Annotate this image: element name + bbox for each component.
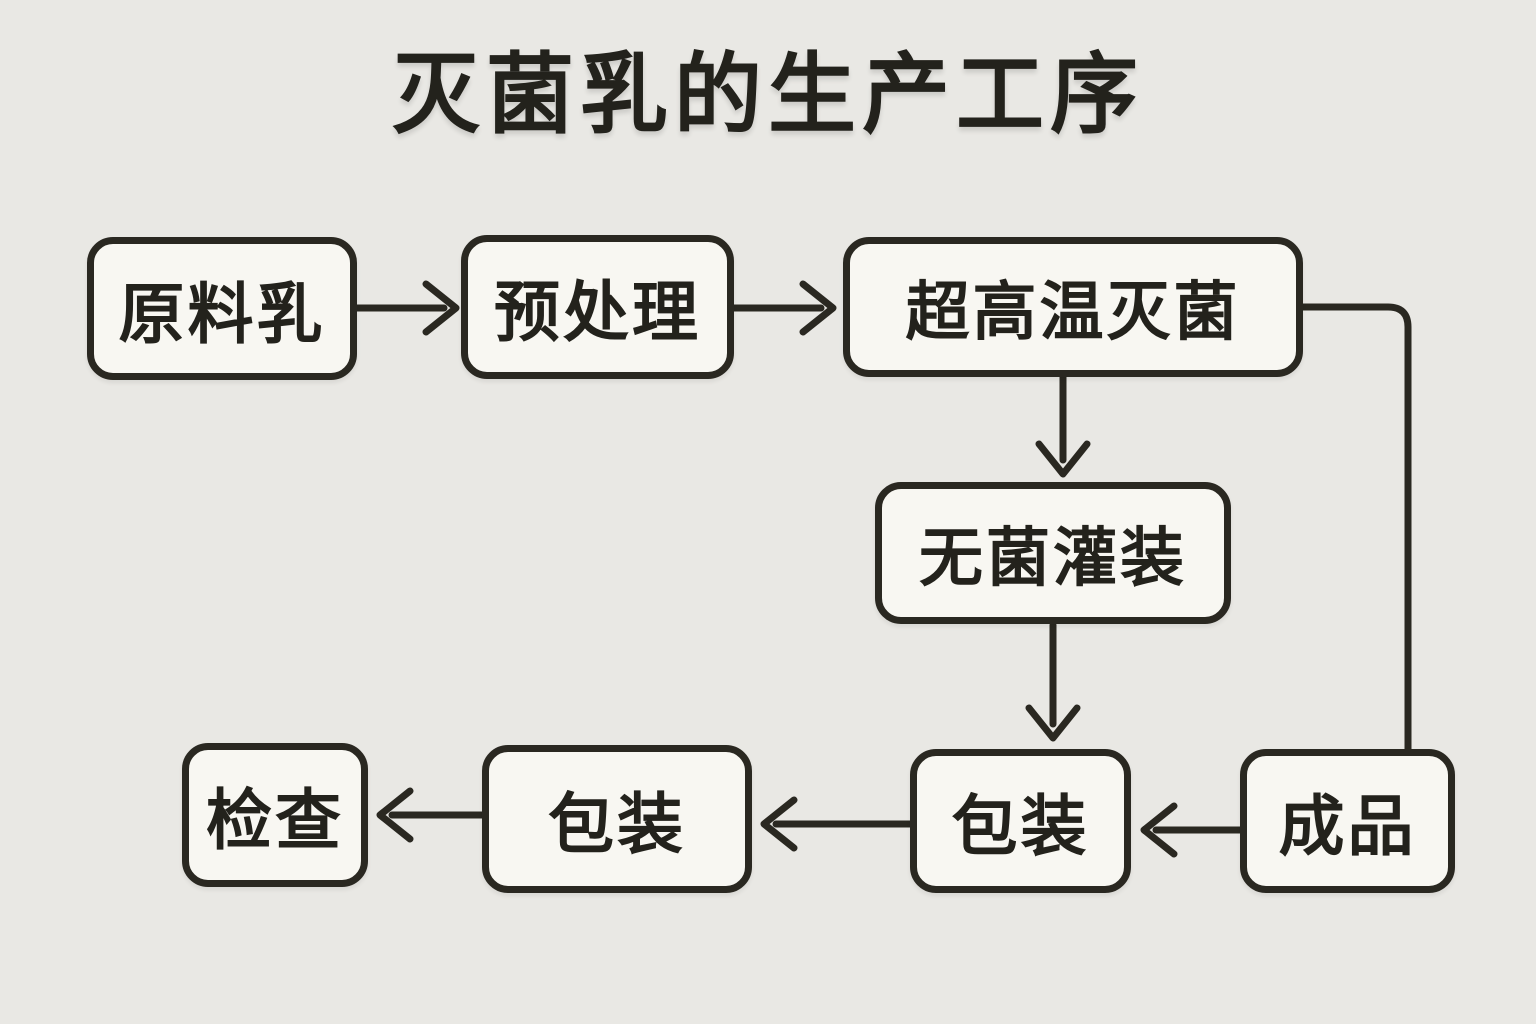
node-label: 原料乳	[118, 275, 326, 353]
node-label: 包装	[951, 788, 1090, 865]
diagram-title: 灭菌乳的生产工序	[391, 43, 1144, 146]
arrow-uht-to-aseptic-filling	[1035, 373, 1091, 478]
node-packaging-second: 包装	[482, 745, 752, 893]
node-label: 检查	[206, 782, 344, 859]
node-uht-sterilization: 超高温灭菌	[843, 237, 1303, 377]
node-label: 成品	[1278, 788, 1417, 865]
node-label: 预处理	[494, 274, 701, 351]
arrow-finished-product-to-packaging	[1140, 802, 1244, 858]
arrow-aseptic-filling-to-packaging	[1025, 621, 1081, 742]
node-pretreatment: 预处理	[461, 235, 734, 379]
connector-uht-to-finished-product	[1299, 303, 1412, 754]
node-label: 无菌灌装	[919, 522, 1187, 596]
node-finished-product: 成品	[1240, 749, 1455, 893]
node-raw-milk: 原料乳	[87, 237, 357, 380]
arrow-packaging-to-packaging	[760, 796, 914, 852]
arrow-packaging-to-inspection	[376, 787, 486, 843]
node-label: 包装	[548, 786, 686, 863]
node-label: 超高温灭菌	[905, 276, 1241, 350]
node-packaging-after-filling: 包装	[910, 749, 1131, 893]
arrow-raw-milk-to-pretreatment	[353, 280, 460, 336]
node-aseptic-filling: 无菌灌装	[875, 482, 1231, 624]
arrow-pretreatment-to-uht	[730, 280, 837, 336]
node-inspection: 检查	[182, 743, 368, 887]
